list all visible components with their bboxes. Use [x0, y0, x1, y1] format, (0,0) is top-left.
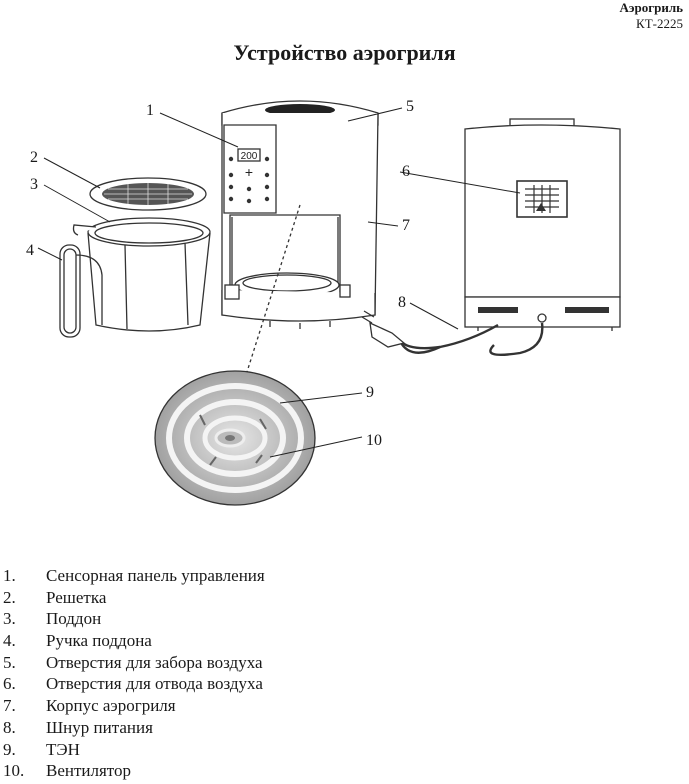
brand-label: Аэрогриль [619, 0, 683, 15]
display-readout: 200 [241, 151, 258, 162]
airfryer-diagram: 200 + [26, 98, 621, 506]
airfryer-front-view: 200 + [221, 100, 379, 329]
callout-3: 3 [30, 176, 38, 193]
power-cord [361, 310, 544, 356]
heater-fan-detail [154, 370, 316, 506]
page-title: Устройство аэрогриля [233, 40, 456, 65]
callout-10: 10 [366, 432, 382, 449]
callout-9: 9 [366, 384, 374, 401]
callout-4: 4 [26, 242, 34, 259]
callout-8: 8 [398, 294, 406, 311]
callout-1: 1 [146, 102, 154, 119]
model-label: КТ-2225 [636, 16, 683, 31]
display-box [237, 148, 261, 162]
callout-2: 2 [30, 149, 38, 166]
document-header: Аэрогриль КТ-2225 [619, 0, 683, 32]
callout-7: 7 [402, 217, 410, 234]
airfryer-rear-view [464, 118, 621, 331]
svg-text:+: + [245, 164, 253, 180]
basket-with-handle [59, 217, 211, 338]
callout-5: 5 [406, 98, 414, 115]
callout-6: 6 [402, 163, 410, 180]
grill-rack [89, 177, 207, 211]
